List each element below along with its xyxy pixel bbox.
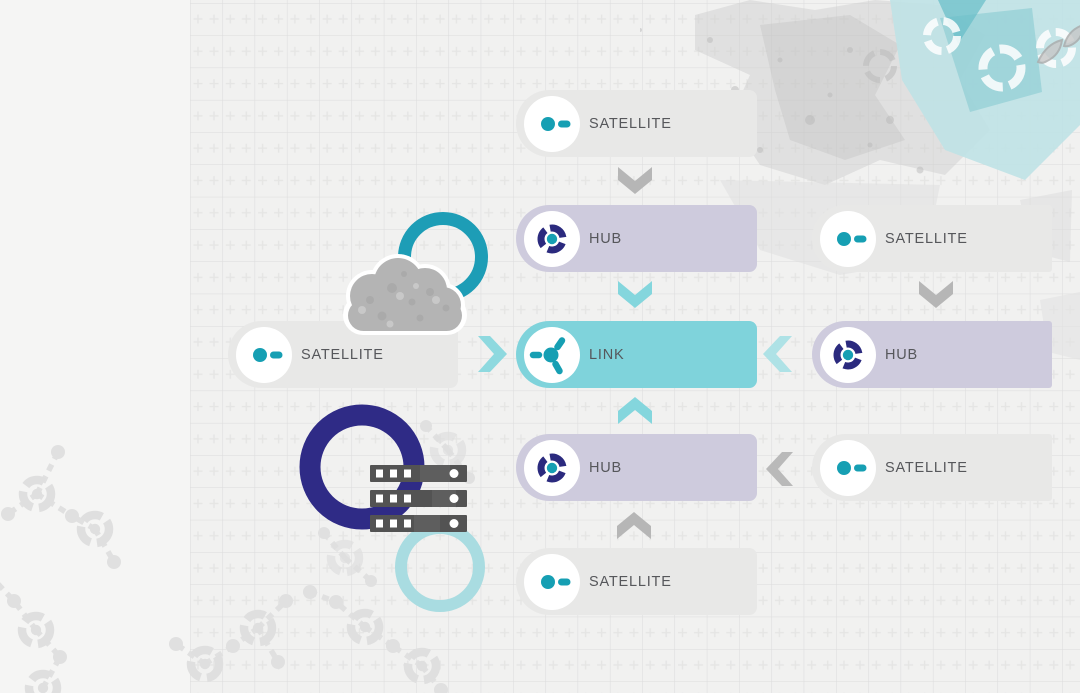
icon-disc <box>524 553 580 610</box>
hub-icon <box>833 340 863 369</box>
leaf-sketch-icon <box>1036 25 1080 64</box>
satellite-icon <box>541 574 571 589</box>
node-label: SATELLITE <box>301 346 384 363</box>
node-label: SATELLITE <box>589 115 672 132</box>
arrow-down-icon <box>618 281 652 308</box>
icon-disc <box>524 439 580 496</box>
hub-icon <box>537 453 567 482</box>
node-label: HUB <box>885 346 919 363</box>
node-satellite-top: SATELLITE <box>516 90 757 157</box>
node-label: SATELLITE <box>589 573 672 590</box>
satellite-icon <box>253 347 283 362</box>
node-label: HUB <box>589 459 623 476</box>
icon-disc <box>820 326 876 383</box>
link-icon <box>529 336 566 374</box>
satellite-icon <box>837 460 867 475</box>
arrow-up-icon <box>618 397 652 424</box>
teal-ring <box>398 212 488 302</box>
node-link-center: LINK <box>516 321 757 388</box>
arrow-left-icon <box>763 336 792 372</box>
navy-ring <box>299 404 425 530</box>
node-label: LINK <box>589 346 625 363</box>
satellite-icon <box>837 231 867 246</box>
arrow-up-icon <box>617 512 651 539</box>
node-hub-center-top: HUB <box>516 205 757 272</box>
node-hub-right: HUB <box>812 321 1052 388</box>
node-satellite-bottom: SATELLITE <box>516 548 757 615</box>
icon-disc <box>524 210 580 267</box>
arrow-down-icon <box>919 281 953 308</box>
node-satellite-right-top: SATELLITE <box>812 205 1052 272</box>
satellite-icon <box>541 116 571 131</box>
hub-icon <box>537 224 567 254</box>
node-label: HUB <box>589 230 623 247</box>
node-hub-center-bottom: HUB <box>516 434 757 501</box>
arrow-left-icon <box>766 452 793 486</box>
node-satellite-left: SATELLITE <box>228 321 458 388</box>
arrow-down-icon <box>618 167 652 194</box>
node-label: SATELLITE <box>885 459 968 476</box>
icon-disc <box>820 439 876 496</box>
icon-disc <box>820 210 876 267</box>
icon-disc <box>236 326 292 383</box>
node-satellite-right-bottom: SATELLITE <box>812 434 1052 501</box>
icon-disc <box>524 95 580 152</box>
node-label: SATELLITE <box>885 230 968 247</box>
light-teal-ring <box>395 522 485 612</box>
server-stack-icon <box>370 465 467 532</box>
icon-disc <box>524 326 580 383</box>
arrow-right-icon <box>478 336 507 372</box>
